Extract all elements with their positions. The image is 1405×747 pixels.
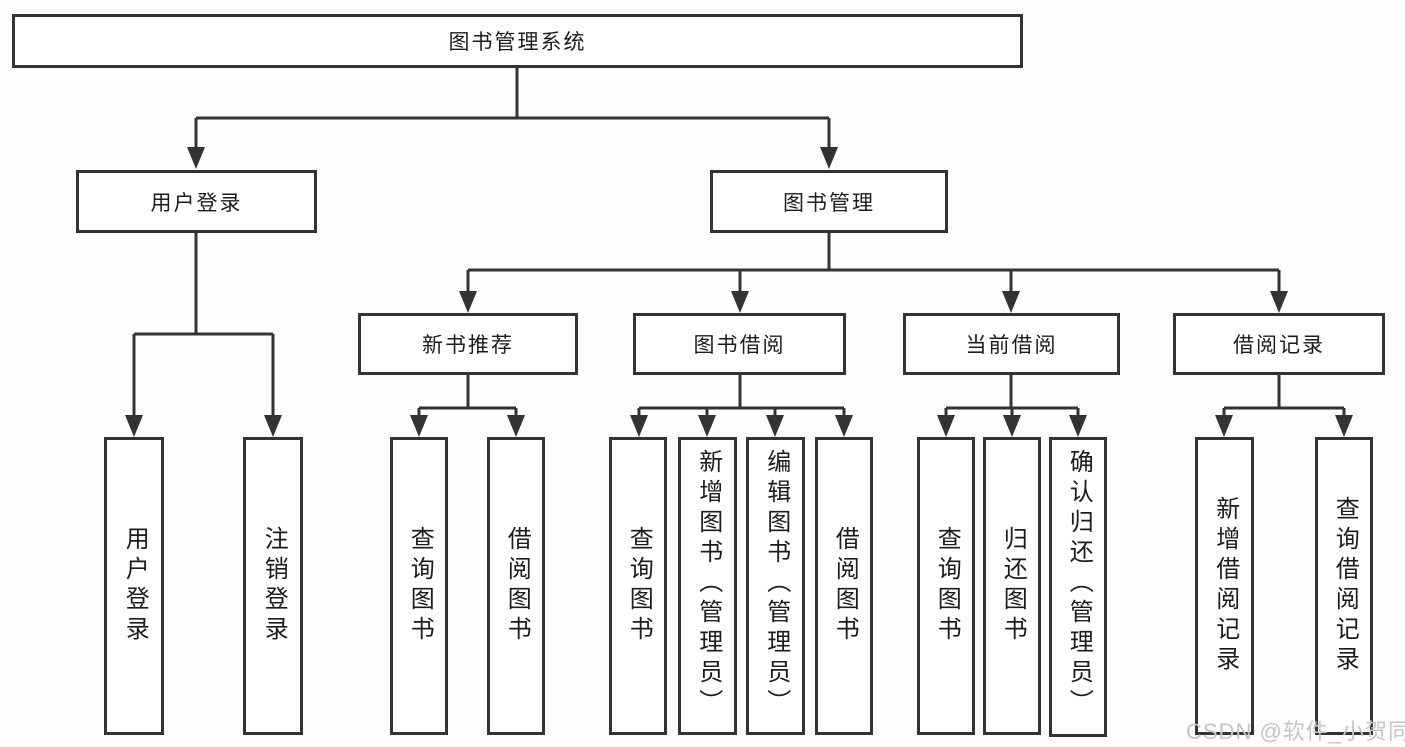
leaf-query-books-borrowing: 查询图书 — [609, 437, 667, 735]
leaf-query-books-recommend: 查询图书 — [390, 437, 448, 735]
leaf-query-books-current-label: 查询图书 — [933, 526, 961, 646]
node-book-management-label: 图书管理 — [783, 191, 875, 215]
node-borrow-records: 借阅记录 — [1173, 313, 1385, 375]
arrowheads — [125, 147, 1353, 437]
node-borrow-records-label: 借阅记录 — [1233, 334, 1325, 357]
node-user-login: 用户登录 — [76, 170, 317, 233]
csdn-watermark: CSDN @软件_小贺同学 — [1186, 719, 1405, 744]
leaf-add-borrow-record: 新增借阅记录 — [1195, 437, 1254, 735]
leaf-logout-label: 注销登录 — [260, 526, 288, 646]
leaf-add-books-admin-label: 新增图书（管理员） — [694, 449, 722, 719]
node-user-login-label: 用户登录 — [150, 191, 243, 215]
leaf-confirm-return-admin-label: 确认归还（管理员） — [1065, 449, 1093, 719]
leaf-query-borrow-record: 查询借阅记录 — [1315, 437, 1373, 735]
leaf-borrow-books-recommend-label: 借阅图书 — [503, 526, 531, 646]
leaf-edit-books-admin-label: 编辑图书（管理员） — [762, 449, 790, 719]
leaf-borrow-books-borrowing: 借阅图书 — [815, 437, 873, 735]
leaf-edit-books-admin: 编辑图书（管理员） — [746, 437, 805, 735]
node-current-borrowing: 当前借阅 — [903, 313, 1120, 375]
node-book-borrowing: 图书借阅 — [633, 313, 846, 375]
leaf-add-borrow-record-label: 新增借阅记录 — [1211, 496, 1239, 676]
leaf-query-books-recommend-label: 查询图书 — [406, 526, 434, 646]
leaf-borrow-books-borrowing-label: 借阅图书 — [831, 526, 859, 646]
node-new-book-recommend-label: 新书推荐 — [422, 334, 514, 357]
leaf-query-books-current: 查询图书 — [917, 437, 975, 735]
leaf-borrow-books-recommend: 借阅图书 — [487, 437, 545, 735]
leaf-return-books: 归还图书 — [983, 437, 1041, 735]
leaf-logout: 注销登录 — [243, 437, 303, 735]
node-current-borrowing-label: 当前借阅 — [965, 334, 1058, 357]
node-book-borrowing-label: 图书借阅 — [693, 334, 786, 357]
leaf-user-login: 用户登录 — [104, 437, 164, 735]
node-library-system-label: 图书管理系统 — [448, 31, 587, 54]
leaf-add-books-admin: 新增图书（管理员） — [678, 437, 737, 735]
node-book-management: 图书管理 — [710, 170, 948, 233]
node-library-system: 图书管理系统 — [12, 14, 1023, 68]
leaf-return-books-label: 归还图书 — [999, 526, 1027, 646]
leaf-query-books-borrowing-label: 查询图书 — [625, 526, 653, 646]
node-new-book-recommend: 新书推荐 — [358, 313, 578, 375]
leaf-query-borrow-record-label: 查询借阅记录 — [1331, 496, 1359, 676]
leaf-confirm-return-admin: 确认归还（管理员） — [1049, 437, 1107, 737]
leaf-user-login-label: 用户登录 — [121, 526, 149, 646]
